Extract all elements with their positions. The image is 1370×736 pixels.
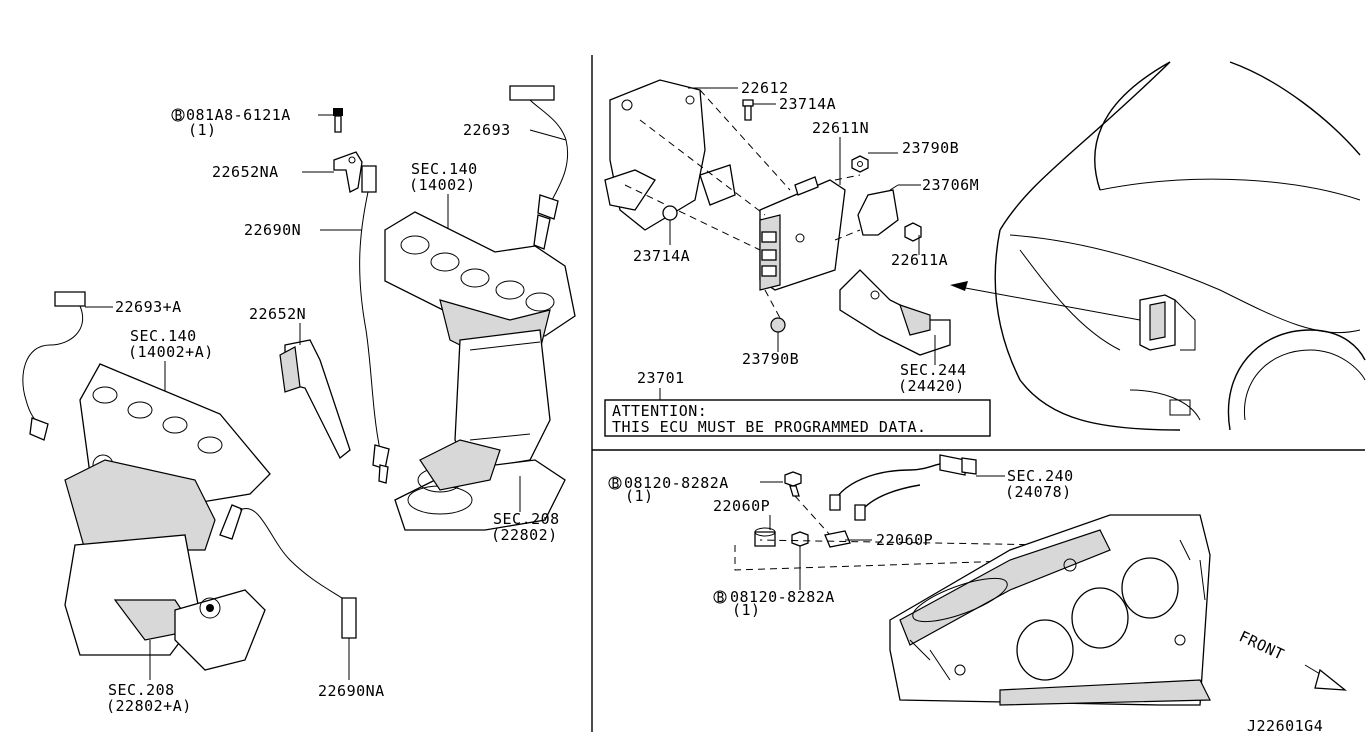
- oxygen-sensor-icon: [509, 85, 569, 250]
- label-sensor-22693a: 22693+A: [115, 298, 182, 316]
- label-bolt-top: 08120-8282A: [624, 474, 729, 492]
- label-front: FRONT: [1236, 627, 1287, 663]
- bolt-icon: [791, 531, 809, 576]
- wire-harness-icon: [829, 454, 977, 521]
- label-sec208-right-code: (22802): [491, 526, 558, 544]
- oxygen-sensor-icon: [22, 291, 86, 441]
- label-bracket-22612: 22612: [741, 79, 789, 97]
- ecu-panel: 22612 23714A 22611N 23790B: [604, 61, 1366, 437]
- label-sec208-left-code: (22802+A): [106, 697, 192, 715]
- bolt-icon: [742, 99, 754, 121]
- label-bolt-bottom: 08120-8282A: [730, 588, 835, 606]
- diagram-id: J22601G4: [1247, 717, 1323, 735]
- label-sec244-code: (24420): [898, 377, 965, 395]
- label-sensor-right: 22060P: [876, 531, 933, 549]
- label-sec208-right: SEC.208: [493, 510, 560, 528]
- label-bolt-23714a-left: 23714A: [633, 247, 690, 265]
- exhaust-manifold-left: [64, 363, 271, 671]
- label-bracket-na: 22652NA: [212, 163, 279, 181]
- attention-box: ATTENTION: THIS ECU MUST BE PROGRAMMED D…: [604, 399, 991, 437]
- engine-block-icon: [889, 514, 1211, 706]
- oxygen-sensor-icon: [219, 504, 357, 658]
- label-sec140-right-code: (14002): [409, 176, 476, 194]
- label-bolt-top-qty: (1): [625, 487, 654, 505]
- nut-icon: [851, 155, 869, 173]
- label-sec140-left-code: (14002+A): [128, 343, 214, 361]
- label-nut-23790b-top: 23790B: [902, 139, 959, 157]
- label-sec240-code: (24078): [1005, 483, 1072, 501]
- bolt-icon: [662, 205, 678, 221]
- left-panel: B 081A8-6121A (1) 22652NA 22690N SEC.140…: [22, 85, 576, 715]
- oxygen-sensor-icon: [359, 165, 390, 484]
- panel-dividers: [591, 55, 1365, 732]
- mount-bracket-icon: [839, 269, 951, 356]
- vehicle-front-icon: [994, 61, 1366, 431]
- circled-letter: B: [717, 591, 725, 606]
- label-bracket-n: 22652N: [249, 305, 306, 323]
- bolt-icon: [904, 222, 922, 242]
- label-sec208-left: SEC.208: [108, 681, 175, 699]
- label-bolt-23714a-top: 23714A: [779, 95, 836, 113]
- label-sec140-left: SEC.140: [130, 327, 197, 345]
- label-bolt-22611a: 22611A: [891, 251, 948, 269]
- sensor-icon: [824, 530, 851, 548]
- label-sec244: SEC.244: [900, 361, 967, 379]
- nut-icon: [770, 317, 786, 333]
- attention-message: THIS ECU MUST BE PROGRAMMED DATA.: [612, 418, 927, 436]
- label-ecu-22611n: 22611N: [812, 119, 869, 137]
- bracket-icon: [333, 151, 363, 193]
- label-sec240: SEC.240: [1007, 467, 1074, 485]
- label-nut-23790b-bottom: 23790B: [742, 350, 799, 368]
- ecu-bracket-icon: [604, 79, 736, 231]
- label-ecu-assembly: 23701: [637, 369, 685, 387]
- label-bracket-23706m: 23706M: [922, 176, 979, 194]
- arrow-icon: [950, 281, 1141, 321]
- label-sensor-22690na: 22690NA: [318, 682, 385, 700]
- sensor-panel: B 08120-8282A (1) SEC.240 (24078) 22060P: [608, 454, 1348, 706]
- bolt-icon: [333, 108, 343, 133]
- label-sensor-22690n: 22690N: [244, 221, 301, 239]
- label-sec140-right: SEC.140: [411, 160, 478, 178]
- label-bolt-a: 081A8-6121A: [186, 106, 291, 124]
- bracket-icon: [857, 189, 899, 236]
- label-sensor-22693: 22693: [463, 121, 511, 139]
- circled-letter: B: [175, 109, 183, 124]
- front-arrow-icon: [1304, 664, 1348, 691]
- attention-title: ATTENTION:: [612, 402, 707, 420]
- exhaust-manifold-right: [384, 211, 576, 531]
- ecu-module-icon: [759, 176, 846, 291]
- label-bolt-bottom-qty: (1): [732, 601, 761, 619]
- bracket-icon: [279, 339, 351, 460]
- bolt-icon: [784, 471, 802, 497]
- sensor-icon: [754, 527, 776, 547]
- circled-letter: B: [612, 477, 620, 492]
- label-bolt-a-qty: (1): [188, 121, 217, 139]
- label-sensor-left: 22060P: [713, 497, 770, 515]
